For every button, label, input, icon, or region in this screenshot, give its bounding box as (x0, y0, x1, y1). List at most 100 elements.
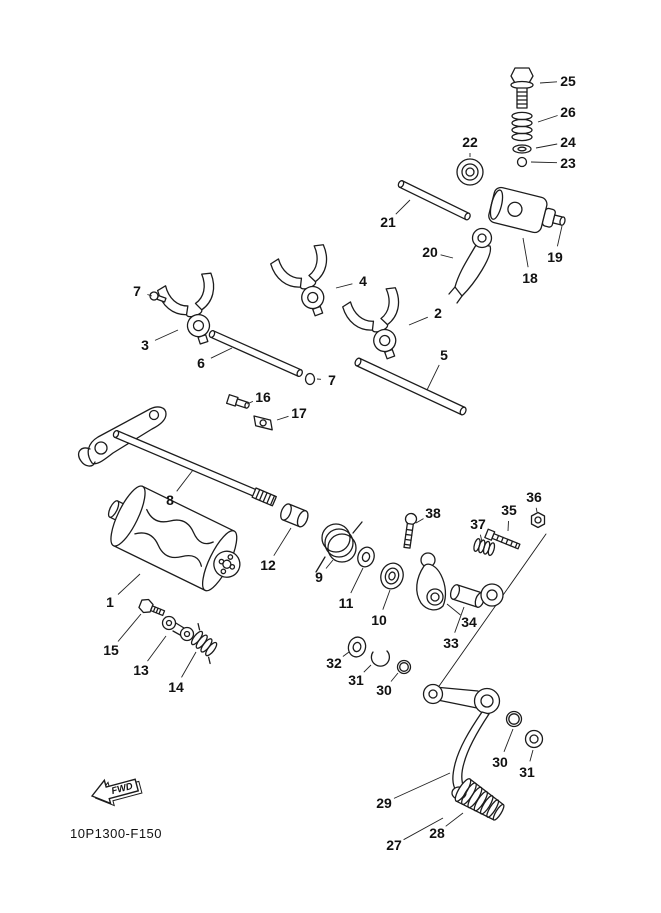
leader-line-12 (273, 527, 292, 556)
leader-line-4 (335, 283, 353, 289)
leader-line-13 (147, 635, 167, 662)
part-oring-30b (505, 710, 523, 728)
part-label-29: 29 (376, 795, 392, 811)
leader-line-5 (426, 364, 440, 391)
part-label-17: 17 (291, 405, 307, 421)
part-bolt-15 (138, 598, 166, 617)
part-label-7a: 7 (133, 283, 141, 299)
part-shift-fork-2 (341, 285, 418, 368)
leader-line-31b (529, 749, 534, 762)
part-rod-21 (397, 180, 471, 221)
leader-line-20 (440, 254, 454, 259)
leader-line-34 (446, 603, 461, 616)
leader-line-11 (350, 567, 364, 594)
part-label-9: 9 (315, 569, 323, 585)
part-label-26: 26 (560, 104, 576, 120)
part-label-22: 22 (462, 134, 478, 150)
part-circlip-31 (370, 650, 391, 667)
part-label-2: 2 (434, 305, 442, 321)
part-label-28: 28 (429, 825, 445, 841)
drawing-layer (77, 67, 566, 821)
part-label-27: 27 (386, 837, 402, 853)
axis-line (436, 533, 547, 690)
part-label-15: 15 (103, 642, 119, 658)
part-oring-30 (396, 659, 412, 675)
part-guide-bar-6 (208, 330, 303, 378)
part-screw-7 (149, 291, 167, 303)
leader-line-6 (210, 347, 233, 359)
leader-line-7a (147, 294, 153, 297)
part-shift-drum-1 (107, 485, 241, 592)
part-ball-23 (516, 156, 528, 168)
leader-line-35 (507, 520, 509, 532)
fwd-label: FWD (110, 781, 134, 797)
part-label-1: 1 (106, 594, 114, 610)
part-label-25: 25 (560, 73, 576, 89)
leader-line-28 (445, 812, 464, 827)
leader-line-18 (522, 237, 529, 268)
part-bearing-22 (456, 158, 484, 186)
part-clip-17 (253, 415, 273, 431)
part-spring-14 (190, 622, 218, 665)
part-label-23: 23 (560, 155, 576, 171)
part-screw-38 (403, 512, 418, 549)
part-label-18: 18 (522, 270, 538, 286)
part-label-3: 3 (141, 337, 149, 353)
leader-line-23 (530, 161, 558, 164)
leader-line-30b (503, 728, 514, 752)
part-label-30b: 30 (492, 754, 508, 770)
part-label-4: 4 (359, 273, 367, 289)
part-label-34: 34 (461, 614, 477, 630)
leader-line-24 (535, 143, 558, 149)
leader-line-8 (176, 469, 194, 492)
leader-line-9 (325, 559, 334, 569)
part-shift-shaft-8 (112, 429, 277, 507)
part-washer-31b (524, 729, 544, 749)
part-spring-37 (473, 538, 496, 557)
part-label-16: 16 (255, 389, 271, 405)
part-bolt-25 (510, 67, 534, 109)
part-label-10: 10 (371, 612, 387, 628)
leader-line-21 (395, 199, 411, 215)
part-shift-fork-4 (269, 242, 346, 325)
leader-line-16 (246, 400, 254, 405)
part-cam-stopper-18 (488, 186, 566, 234)
part-label-37: 37 (470, 516, 486, 532)
part-label-7b: 7 (328, 372, 336, 388)
leader-line-14 (181, 651, 197, 678)
part-bearing-10 (380, 562, 404, 590)
part-label-12: 12 (260, 557, 276, 573)
part-label-6: 6 (197, 355, 205, 371)
part-spring-26 (511, 111, 533, 142)
part-collar-12 (280, 503, 309, 528)
part-label-31a: 31 (348, 672, 364, 688)
part-nut-36 (530, 511, 546, 529)
part-shift-pedal-27 (422, 683, 501, 800)
part-label-38: 38 (425, 505, 441, 521)
leader-line-2 (408, 316, 428, 326)
part-label-11: 11 (339, 595, 354, 611)
part-washer-11 (357, 546, 375, 568)
part-label-14: 14 (168, 679, 184, 695)
part-guide-bar-5 (354, 357, 467, 416)
leader-line-32 (342, 651, 350, 657)
part-link-13 (161, 615, 195, 642)
leader-line-31a (363, 664, 372, 673)
leader-line-27 (403, 817, 444, 841)
part-torsion-spring-9 (315, 521, 363, 573)
part-label-21: 21 (380, 214, 396, 230)
leader-line-36 (535, 507, 538, 513)
leader-line-37 (479, 534, 483, 543)
leader-line-30a (390, 672, 399, 682)
part-label-19: 19 (547, 249, 563, 265)
part-washer-24 (512, 144, 532, 154)
fwd-arrow-icon: FWD (90, 778, 143, 807)
part-label-13: 13 (133, 662, 149, 678)
part-label-30a: 30 (376, 682, 392, 698)
part-pedal-rubber-28 (454, 778, 505, 821)
diagram-code: 10P1300-F150 (70, 826, 162, 841)
leader-line-26 (537, 115, 558, 123)
